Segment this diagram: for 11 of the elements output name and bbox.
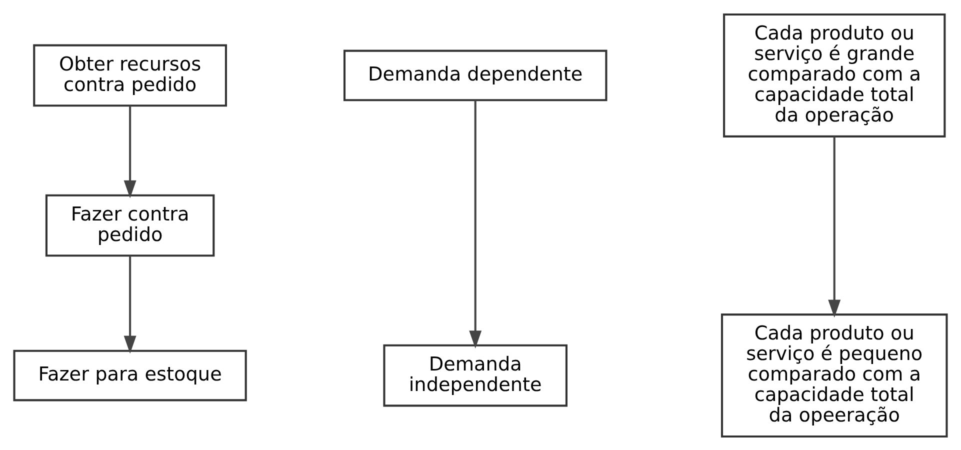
node-box: Cada produto ou serviço é grande comparado com a capacidade total da operação	[723, 12, 946, 137]
node-box: Obter recursos contra pedido	[33, 44, 227, 106]
arrow	[469, 100, 482, 348]
node-box: Demanda dependente	[343, 49, 608, 101]
arrow	[124, 255, 136, 354]
node-box: Fazer contra pedido	[45, 194, 215, 256]
node-box: Fazer para estoque	[13, 349, 247, 401]
node-box: Demanda independente	[383, 344, 568, 406]
arrow	[124, 105, 136, 198]
arrow	[828, 136, 841, 318]
node-box: Cada produto ou serviço é pequeno comparado com a capacidade total da opeeração	[720, 313, 948, 438]
